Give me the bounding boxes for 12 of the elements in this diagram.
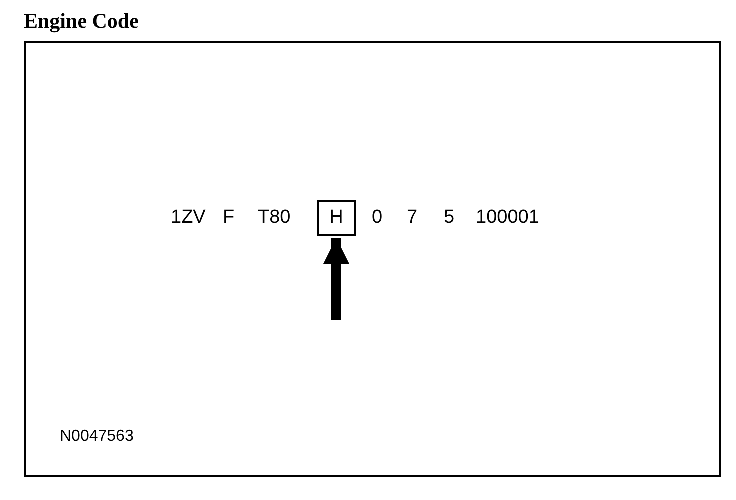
code-character: F <box>223 207 235 229</box>
frame-border <box>24 41 721 477</box>
diagram-title: Engine Code <box>24 9 139 34</box>
highlighted-character-box: H <box>317 200 356 236</box>
code-character: T80 <box>258 207 291 229</box>
code-character: 100001 <box>476 207 540 229</box>
code-character: 5 <box>444 207 455 229</box>
code-character: 0 <box>372 207 383 229</box>
figure-number: N0047563 <box>60 428 134 446</box>
code-character: 7 <box>407 207 418 229</box>
arrow <box>324 238 350 320</box>
code-character: 1ZV <box>171 207 206 229</box>
